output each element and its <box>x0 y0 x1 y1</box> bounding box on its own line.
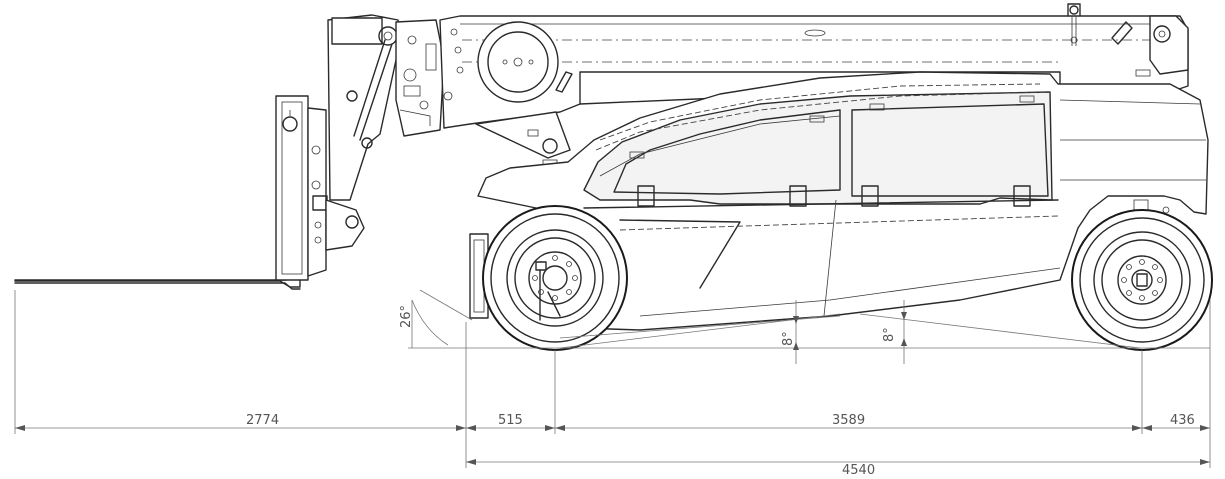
dimension-fork-overhang <box>15 425 466 431</box>
fork-carriage <box>14 95 365 290</box>
dimension-rear-overhang <box>1142 425 1210 431</box>
wheelbase-value: 3589 <box>832 413 865 428</box>
front-overhang-value: 515 <box>498 413 523 428</box>
rear-ramp-angle-label: 8° <box>882 327 897 342</box>
boom-head <box>327 14 445 201</box>
dimension-front-overhang <box>466 425 555 431</box>
dimension-wheelbase <box>555 425 1142 431</box>
chassis-body <box>469 71 1209 331</box>
rear-wheel <box>1071 209 1213 351</box>
dimension-overall-length <box>466 459 1210 465</box>
overall-length-value: 4540 <box>842 463 875 478</box>
angle-lines <box>408 289 1210 364</box>
front-wheel <box>482 205 628 351</box>
approach-angle-label: 26° <box>399 305 414 328</box>
front-ramp-angle-label: 8° <box>781 331 796 346</box>
telescopic-boom <box>439 3 1189 193</box>
rear-overhang-value: 436 <box>1170 413 1195 428</box>
fork-overhang-value: 2774 <box>246 413 279 428</box>
extension-lines <box>14 290 1211 468</box>
